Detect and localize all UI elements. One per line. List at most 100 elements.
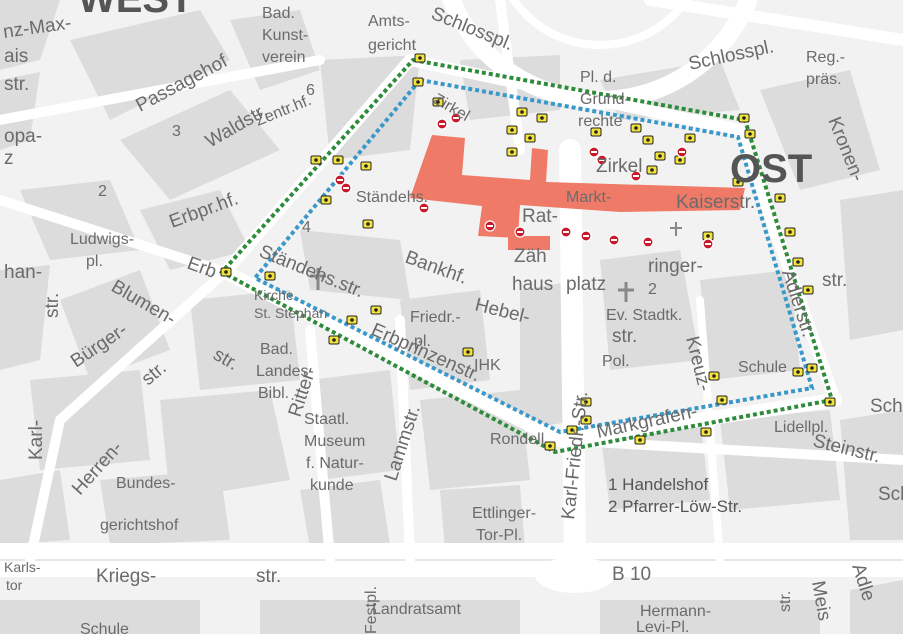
district-label-ost: OST [730, 147, 812, 191]
camera-marker-icon[interactable] [264, 271, 276, 281]
camera-marker-icon[interactable] [642, 135, 654, 145]
camera-marker-icon[interactable] [700, 427, 712, 437]
poi-label-sch-right: Sch [878, 484, 903, 505]
restriction-marker-icon[interactable] [676, 146, 688, 158]
camera-marker-icon[interactable] [220, 267, 232, 277]
camera-marker-icon[interactable] [360, 161, 372, 171]
camera-marker-icon[interactable] [806, 363, 818, 373]
restriction-marker-icon[interactable] [642, 236, 654, 248]
camera-marker-icon[interactable] [328, 335, 340, 345]
square-label-platz: platz [566, 274, 606, 295]
poi-label-museum-4: kunde [310, 477, 354, 494]
camera-marker-icon[interactable] [346, 315, 358, 325]
camera-marker-icon[interactable] [462, 347, 474, 357]
poi-label-karlstor-2: tor [6, 577, 23, 593]
poi-label-regpraes-2: präs. [806, 71, 842, 88]
restriction-marker-icon[interactable] [608, 234, 620, 246]
restriction-marker-icon[interactable] [702, 238, 714, 250]
camera-marker-icon[interactable] [362, 219, 374, 229]
street-label-kaiserstr: Kaiserstr. [676, 192, 755, 213]
square-label-pl-d-2: Grund- [580, 91, 630, 108]
restriction-marker-icon[interactable] [418, 202, 430, 214]
camera-marker-icon[interactable] [506, 125, 518, 135]
camera-marker-icon[interactable] [716, 395, 728, 405]
camera-marker-icon[interactable] [654, 151, 666, 161]
camera-marker-icon[interactable] [792, 367, 804, 377]
camera-marker-icon[interactable] [516, 107, 528, 117]
camera-marker-icon[interactable] [566, 425, 578, 435]
camera-marker-icon[interactable] [432, 97, 444, 107]
camera-marker-icon[interactable] [414, 53, 426, 63]
camera-marker-icon[interactable] [370, 305, 382, 315]
restriction-marker-icon[interactable] [436, 118, 448, 130]
camera-marker-icon[interactable] [310, 155, 322, 165]
camera-marker-icon[interactable] [630, 123, 642, 133]
camera-marker-icon[interactable] [802, 285, 814, 295]
poi-label-landesbibl-1: Bad. [260, 341, 293, 358]
street-label-opa: opa- [4, 126, 42, 147]
square-label-ettlinger-1: Ettlinger- [472, 505, 536, 522]
camera-marker-icon[interactable] [824, 397, 836, 407]
square-label-friedrpl-2: pl. [414, 333, 431, 350]
street-label-zaehringer-str: str. [822, 270, 847, 291]
camera-marker-icon[interactable] [708, 371, 720, 381]
camera-marker-icon[interactable] [792, 257, 804, 267]
poi-label-amtsgericht-2: gericht [368, 37, 417, 54]
restriction-marker-icon[interactable] [588, 146, 600, 158]
camera-marker-icon[interactable] [732, 177, 744, 187]
street-label-ais: ais [4, 46, 28, 67]
poi-label-landesbibl-2: Landes- [256, 363, 314, 380]
restriction-marker-icon[interactable] [514, 226, 526, 238]
camera-marker-icon[interactable] [536, 113, 548, 123]
legend-item-2: 2 Pfarrer-Löw-Str. [608, 497, 742, 516]
restriction-marker-icon[interactable] [560, 226, 572, 238]
restriction-marker-icon[interactable] [596, 154, 608, 166]
camera-marker-icon[interactable] [320, 195, 332, 205]
district-label-west: WEST [78, 0, 194, 21]
restriction-marker-icon[interactable] [484, 220, 496, 232]
camera-marker-icon[interactable] [634, 435, 646, 445]
church-icon [670, 222, 682, 236]
restriction-marker-icon[interactable] [580, 230, 592, 242]
camera-markers-red [334, 112, 714, 250]
square-label-festpl: Festpl. [363, 586, 380, 634]
camera-marker-icon[interactable] [646, 165, 658, 175]
square-label-rondell: Rondell [490, 431, 544, 448]
camera-marker-icon[interactable] [784, 227, 796, 237]
church-icon [310, 268, 326, 290]
restriction-marker-icon[interactable] [630, 170, 642, 182]
restriction-marker-icon[interactable] [450, 112, 462, 124]
camera-marker-icon[interactable] [744, 129, 756, 139]
poi-label-zaeh: Zäh [514, 246, 547, 267]
poi-label-museum-2: Museum [304, 433, 365, 450]
poi-label-polizei: Pol. [602, 353, 630, 370]
poi-label-amtsgericht-1: Amts- [368, 13, 410, 30]
restriction-marker-icon[interactable] [340, 182, 352, 194]
square-label-levipl: Levi-Pl. [636, 619, 689, 634]
poi-label-rathaus-2: haus [512, 274, 553, 295]
block-number-6: 6 [306, 82, 315, 99]
camera-marker-icon[interactable] [412, 77, 424, 87]
camera-marker-icon[interactable] [580, 415, 592, 425]
poi-label-bundesgericht-2: gerichtshof [100, 517, 179, 534]
restriction-marker-icon[interactable] [334, 174, 346, 186]
poi-label-bad-kunstverein-1: Bad. [262, 5, 295, 22]
square-label-ludwigspl-2: pl. [86, 253, 103, 270]
camera-marker-icon[interactable] [524, 133, 536, 143]
poi-label-kirche: Kirche [254, 287, 294, 303]
camera-marker-icon[interactable] [332, 155, 344, 165]
camera-marker-icon[interactable] [580, 397, 592, 407]
street-label-zirkel-right: Zirkel [596, 156, 642, 177]
road-label-b10: B 10 [612, 564, 651, 585]
route-blue [251, 77, 815, 435]
poi-label-bad-kunstverein-3: verein [262, 49, 306, 66]
rondell-b10 [535, 557, 615, 593]
camera-marker-icon[interactable] [590, 127, 602, 137]
block-number-2-left: 2 [98, 183, 107, 200]
camera-marker-icon[interactable] [774, 193, 786, 203]
camera-marker-icon[interactable] [738, 113, 750, 123]
camera-marker-icon[interactable] [684, 133, 696, 143]
camera-marker-icon[interactable] [544, 441, 556, 451]
camera-marker-icon[interactable] [506, 147, 518, 157]
